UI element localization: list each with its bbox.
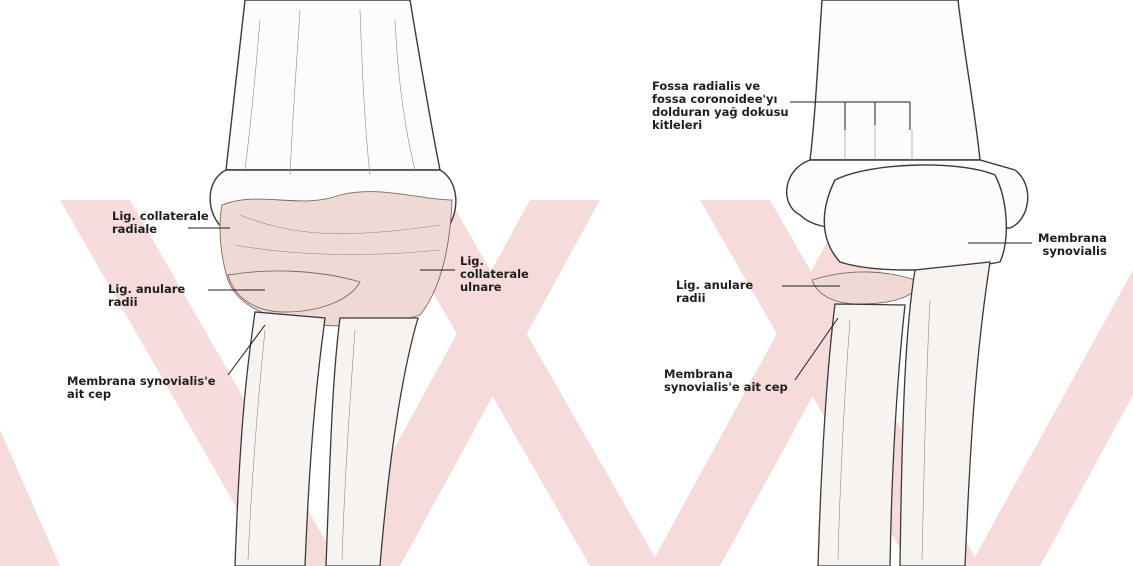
watermark-stripe	[970, 270, 1133, 566]
right-trochlea	[824, 165, 1006, 270]
watermark-stripe	[0, 430, 60, 566]
label-lig-anulare-radii-left: Lig. anulare radii	[108, 283, 185, 309]
right-humerus-shaft	[810, 0, 980, 160]
label-membrana-synovialis-right: Membrana synovialis	[1038, 232, 1107, 258]
right-elbow	[787, 0, 1028, 566]
label-lig-collaterale-radiale-left: Lig. collaterale radiale	[112, 210, 209, 236]
label-membrana-synovialis-cep-left: Membrana synovialis'e ait cep	[67, 375, 216, 401]
label-membrana-synovialis-cep-right: Membrana synovialis'e ait cep	[664, 368, 788, 394]
right-ulna	[900, 262, 990, 566]
label-fossa-text-right: Fossa radialis ve fossa coronoidee'yı do…	[652, 80, 789, 132]
left-humerus-shaft	[226, 0, 440, 170]
label-lig-collaterale-ulnare-left: Lig. collaterale ulnare	[460, 255, 529, 294]
label-lig-anulare-radii-right: Lig. anulare radii	[676, 279, 753, 305]
